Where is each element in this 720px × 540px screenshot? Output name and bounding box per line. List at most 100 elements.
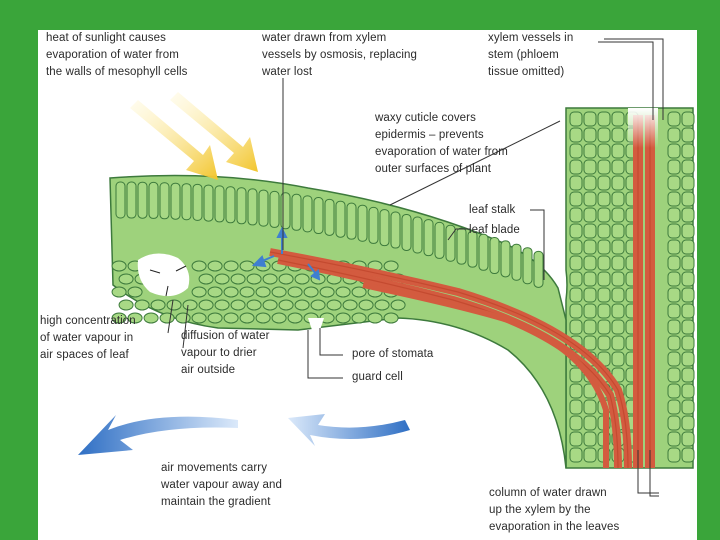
- stem-cell: [569, 143, 583, 159]
- stem-cell: [583, 287, 597, 303]
- label-high-concentration: high concentration of water vapour in ai…: [40, 315, 136, 361]
- stem-cell: [681, 111, 695, 127]
- transpiration-diagram: [78, 38, 695, 497]
- palisade-cell: [181, 183, 192, 221]
- spongy-cell: [287, 286, 303, 298]
- stem-cell: [681, 175, 695, 191]
- label-stomata: pore of stomata: [352, 348, 434, 360]
- stem-cell: [681, 415, 695, 431]
- spongy-cell: [223, 260, 239, 272]
- spongy-cell: [351, 286, 367, 298]
- diffusion-arrow-icon: [149, 265, 187, 297]
- stem-cell: [597, 271, 611, 287]
- spongy-cell: [230, 299, 246, 311]
- stem-cell: [597, 255, 611, 271]
- stem-cell: [569, 223, 583, 239]
- palisade-cell: [434, 221, 445, 259]
- spongy-cell: [207, 312, 223, 324]
- stem-cell: [569, 303, 583, 319]
- stem-cell: [597, 143, 611, 159]
- palisade-cell: [203, 184, 214, 222]
- stem-cell: [569, 271, 583, 287]
- palisade-cell: [302, 195, 313, 233]
- stem-cell: [583, 399, 597, 415]
- stem-cell: [569, 175, 583, 191]
- spongy-cell: [111, 286, 127, 298]
- stem-cell: [569, 447, 583, 463]
- stem-cell: [667, 143, 681, 159]
- stem-cell: [667, 319, 681, 335]
- spongy-cell: [182, 299, 198, 311]
- stem-cell: [569, 207, 583, 223]
- stem-cell: [667, 175, 681, 191]
- air-space: [137, 253, 190, 297]
- spongy-cell: [383, 312, 399, 324]
- spongy-cell: [271, 286, 287, 298]
- stem-cell: [569, 239, 583, 255]
- stem-cell: [583, 191, 597, 207]
- stem-cell: [667, 207, 681, 223]
- stem-cell: [667, 383, 681, 399]
- spongy-cell: [390, 299, 406, 311]
- spongy-cell: [287, 312, 303, 324]
- stem-cell: [611, 207, 625, 223]
- label-cuticle: waxy cuticle covers epidermis – prevents…: [375, 112, 508, 175]
- stem-cell: [681, 447, 695, 463]
- spongy-cell: [246, 273, 262, 285]
- palisade-cell: [115, 181, 126, 219]
- stem-cell: [583, 319, 597, 335]
- stem-cell: [611, 111, 625, 127]
- stem-cell: [681, 287, 695, 303]
- stem-cell: [597, 159, 611, 175]
- spongy-cell: [262, 299, 278, 311]
- palisade-cell: [467, 230, 478, 268]
- stem-cell: [667, 111, 681, 127]
- spongy-cell: [367, 312, 383, 324]
- stem-cell: [597, 175, 611, 191]
- stem-cell: [681, 191, 695, 207]
- palisade-cell: [489, 237, 500, 275]
- stem-cell: [667, 191, 681, 207]
- stem-cell: [667, 431, 681, 447]
- leader-lines: [167, 38, 664, 497]
- spongy-cell: [143, 312, 159, 324]
- palisade-cell: [357, 204, 368, 242]
- palisade-cell: [445, 224, 456, 262]
- water-flow-arrow-icon: [251, 226, 321, 281]
- palisade-cell: [500, 240, 511, 278]
- stem-cell: [681, 303, 695, 319]
- stem-cell: [569, 287, 583, 303]
- label-xylem-stem: xylem vessels in stem (phloem tissue omi…: [488, 32, 574, 78]
- label-leaf-stalk: leaf stalk: [469, 204, 516, 216]
- stem-cell: [583, 239, 597, 255]
- label-leaf-blade: leaf blade: [469, 224, 520, 236]
- spongy-cell: [239, 286, 255, 298]
- stem-cell: [611, 175, 625, 191]
- spongy-cell: [207, 260, 223, 272]
- spongy-cell: [255, 286, 271, 298]
- stem-cell: [597, 303, 611, 319]
- stem-cell: [681, 351, 695, 367]
- spongy-cell: [294, 299, 310, 311]
- stem-cell: [597, 207, 611, 223]
- spongy-cell: [150, 299, 166, 311]
- spongy-cell: [246, 299, 262, 311]
- spongy-cell: [191, 312, 207, 324]
- spongy-cell: [271, 312, 287, 324]
- stem-cell: [583, 447, 597, 463]
- stem-cell: [583, 127, 597, 143]
- stem-cell: [583, 175, 597, 191]
- stem-cell: [611, 191, 625, 207]
- palisade-cell: [412, 216, 423, 254]
- stem-cell: [569, 319, 583, 335]
- palisade-cell: [522, 247, 533, 285]
- stem-cell: [667, 223, 681, 239]
- spongy-cell: [214, 299, 230, 311]
- spongy-cell: [326, 299, 342, 311]
- stem-cell: [611, 223, 625, 239]
- stem-cell: [569, 399, 583, 415]
- stem-cell: [583, 303, 597, 319]
- stem-cell: [681, 207, 695, 223]
- spongy-cell: [111, 312, 127, 324]
- spongy-cell: [358, 299, 374, 311]
